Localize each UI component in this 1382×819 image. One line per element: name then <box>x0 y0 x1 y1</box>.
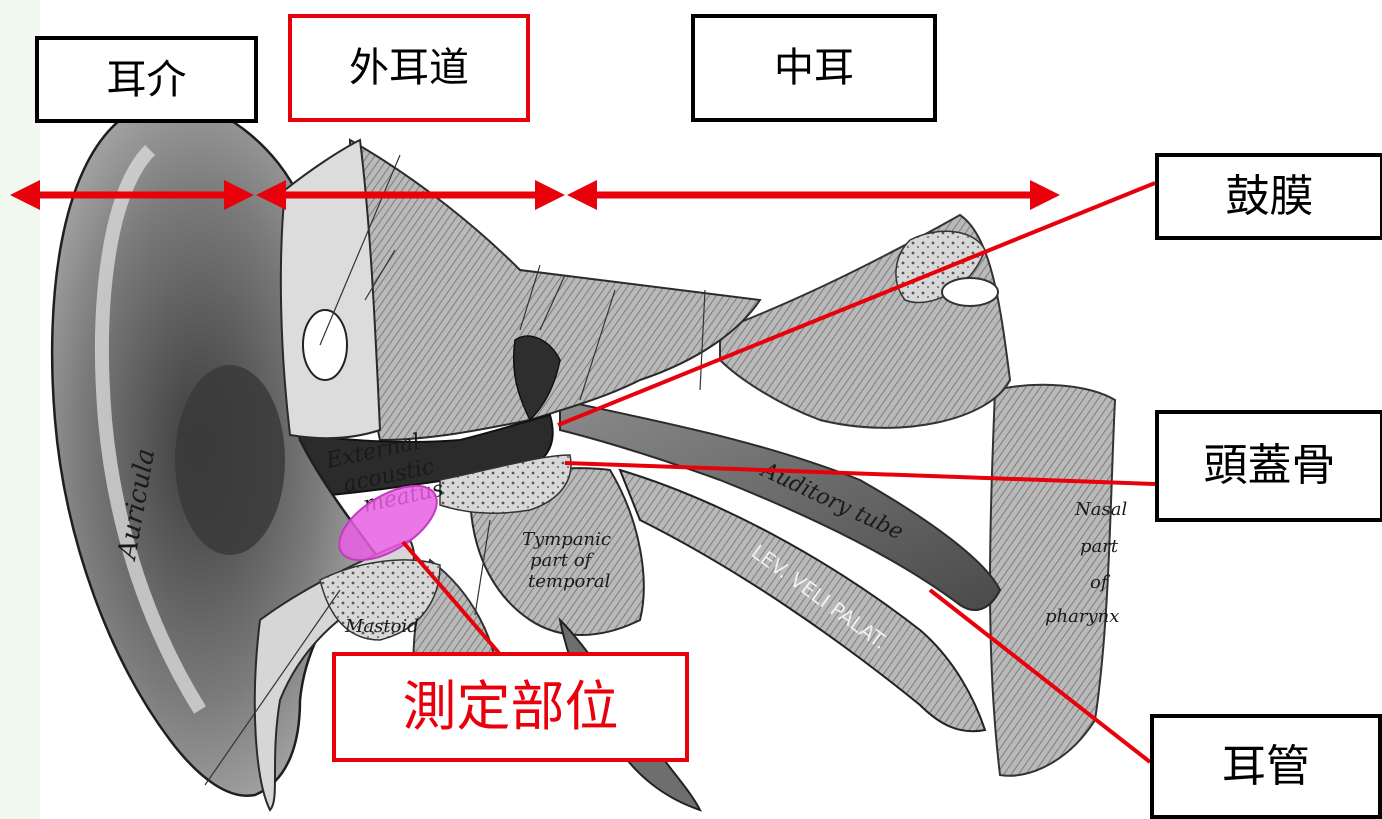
canal-cartilage-hole <box>303 310 347 380</box>
label-temporal: temporal <box>528 571 611 592</box>
label-part: part <box>1080 536 1119 557</box>
external-canal-label: 外耳道 <box>288 14 530 122</box>
background-tint <box>0 0 40 819</box>
label-tympanic: Tympanic <box>522 529 611 550</box>
skull-label: 頭蓋骨 <box>1155 410 1382 522</box>
concha <box>175 365 285 555</box>
eardrum-label: 鼓膜 <box>1155 153 1382 240</box>
label-part-of: part of <box>530 550 595 571</box>
middle-ear-label: 中耳 <box>691 14 937 122</box>
label-pharynx: pharynx <box>1045 606 1119 627</box>
canal-cartilage-upper <box>281 140 380 438</box>
measurement-site-label: 測定部位 <box>332 652 689 762</box>
auricle-label: 耳介 <box>35 36 258 123</box>
middle-ear-region <box>350 140 760 440</box>
eustachian-tube-label: 耳管 <box>1150 714 1382 819</box>
air-cell <box>942 278 998 306</box>
label-mastoid: Mastoid <box>344 616 419 637</box>
middle-ear-span-arrow <box>567 180 1060 210</box>
label-nasal: Nasal <box>1074 499 1127 520</box>
